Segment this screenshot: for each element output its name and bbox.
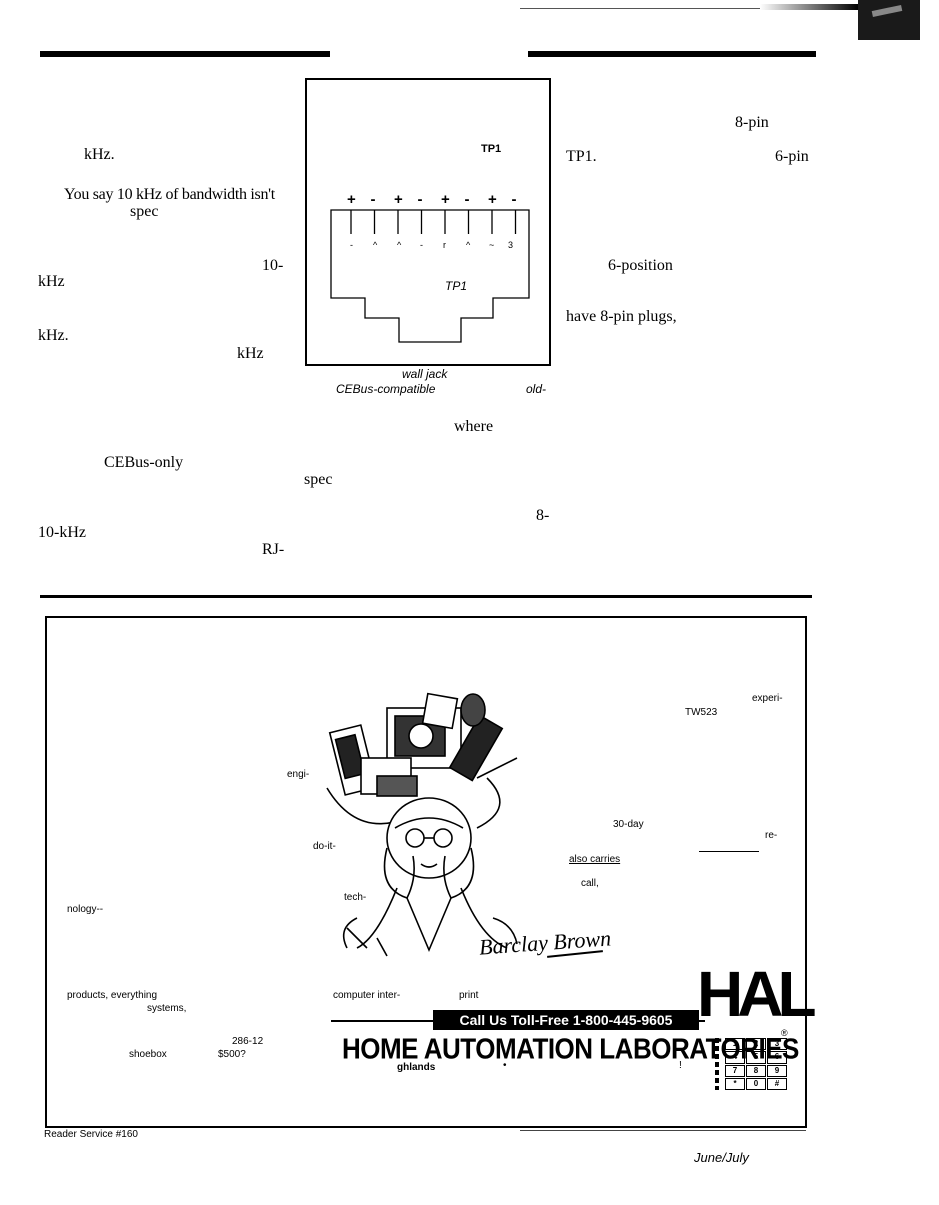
text-fragment: 10- bbox=[262, 257, 284, 274]
text-fragment: RJ- bbox=[262, 541, 285, 558]
header-rule-thick bbox=[760, 4, 858, 10]
address-fragment-end: ! bbox=[679, 1060, 682, 1071]
keypad-key: 7 bbox=[725, 1064, 745, 1077]
svg-text:^: ^ bbox=[373, 240, 378, 250]
svg-text:^: ^ bbox=[466, 240, 471, 250]
company-name: HOME AUTOMATION LABORATORIES bbox=[342, 1032, 799, 1065]
advertisement: engi- do-it- tech- nology-- products, ev… bbox=[45, 616, 817, 1128]
ad-text-fragment: $500? bbox=[218, 1049, 246, 1060]
keypad-key: # bbox=[767, 1077, 787, 1090]
text-fragment: 8-pin bbox=[735, 114, 769, 131]
issue-date: June/July bbox=[694, 1150, 749, 1165]
ad-text-fragment: shoebox bbox=[129, 1049, 167, 1060]
keypad-key: 4 bbox=[725, 1051, 745, 1064]
text-fragment: 10-kHz bbox=[38, 524, 86, 541]
keypad-key: 8 bbox=[746, 1064, 766, 1077]
figure-caption-1: wall jack bbox=[402, 367, 448, 381]
keypad-key: 3 bbox=[767, 1038, 787, 1051]
keypad-key: 9 bbox=[767, 1064, 787, 1077]
text-fragment: kHz. bbox=[38, 327, 69, 344]
right-section-rule bbox=[528, 51, 816, 57]
ad-text-fragment: systems, bbox=[147, 1003, 187, 1014]
figure-caption-2a: CEBus-compatible bbox=[336, 382, 436, 396]
polarity-sign: + bbox=[394, 191, 403, 208]
logo-stripe bbox=[715, 1038, 719, 1090]
banner-rule bbox=[331, 1020, 433, 1022]
svg-text:r: r bbox=[443, 240, 446, 250]
phone-banner[interactable]: Call Us Toll-Free 1-800-445-9605 bbox=[433, 1010, 699, 1030]
ad-text-fragment: engi- bbox=[287, 769, 310, 780]
svg-text:-: - bbox=[350, 240, 353, 250]
svg-text:^: ^ bbox=[397, 240, 402, 250]
banner-rule bbox=[699, 1020, 705, 1022]
corner-tab-image bbox=[858, 0, 920, 40]
text-fragment: have 8-pin plugs, bbox=[566, 308, 677, 325]
text-fragment: TP1. bbox=[566, 148, 597, 165]
hal-logo: HAL bbox=[697, 958, 817, 1030]
svg-text:3: 3 bbox=[508, 240, 513, 250]
keypad-key: * bbox=[725, 1077, 745, 1090]
text-fragment: where bbox=[454, 418, 494, 435]
text-fragment: 8- bbox=[536, 507, 550, 524]
polarity-sign: - bbox=[418, 191, 423, 208]
svg-text:-: - bbox=[420, 240, 423, 250]
polarity-sign: - bbox=[371, 191, 376, 208]
polarity-sign: - bbox=[465, 191, 470, 208]
keypad-key: 0 bbox=[746, 1077, 766, 1090]
ad-text-fragment: print bbox=[459, 990, 479, 1001]
polarity-sign: + bbox=[488, 191, 497, 208]
figure-label-tp1-inner: TP1 bbox=[445, 279, 467, 293]
svg-text:~: ~ bbox=[489, 240, 494, 250]
keypad-key: 5 bbox=[746, 1051, 766, 1064]
jack-pins bbox=[350, 210, 517, 234]
keypad-key: 2 bbox=[746, 1038, 766, 1051]
ad-illustration bbox=[326, 692, 518, 957]
figure-caption-2b: old- bbox=[526, 382, 547, 396]
pin-number-row: - ^ ^ - r ^ ~3 bbox=[350, 240, 513, 250]
ad-text-fragment: products, everything bbox=[67, 990, 158, 1001]
ad-text-fragment: TW523 bbox=[685, 707, 718, 718]
polarity-row: +-+-+-+- bbox=[347, 191, 517, 208]
polarity-sign: - bbox=[512, 191, 517, 208]
text-fragment: CEBus-only bbox=[104, 454, 184, 471]
address-fragment: ghlands bbox=[397, 1062, 436, 1073]
keypad-key: 6 bbox=[767, 1051, 787, 1064]
wall-jack-diagram: TP1 +-+-+-+- -^^- r^~3 TP1 bbox=[330, 143, 530, 343]
ad-text-fragment: 286-12 bbox=[232, 1036, 264, 1047]
text-fragment: 6-pin bbox=[775, 148, 809, 165]
ad-text-fragment: 30-day bbox=[613, 819, 644, 830]
text-fragment: kHz bbox=[38, 273, 65, 290]
registered-mark: ® bbox=[781, 1028, 788, 1038]
ad-text-fragment: re- bbox=[765, 830, 778, 841]
ad-top-rule bbox=[40, 595, 812, 598]
header-rule-thin bbox=[520, 8, 860, 9]
ad-text-fragment: tech- bbox=[344, 892, 367, 903]
address-bullet: • bbox=[503, 1060, 507, 1071]
ad-underline bbox=[699, 851, 759, 852]
keypad-key: 1 bbox=[725, 1038, 745, 1051]
left-section-rule bbox=[40, 51, 330, 57]
ad-text-fragment: do-it- bbox=[313, 841, 336, 852]
text-fragment: 6-position bbox=[608, 257, 673, 274]
ad-text-fragment: call, bbox=[581, 878, 599, 889]
figure-label-tp1: TP1 bbox=[481, 143, 501, 155]
text-fragment: You say 10 kHz of bandwidth isn't bbox=[64, 186, 275, 203]
text-fragment: spec bbox=[130, 203, 159, 220]
polarity-sign: + bbox=[347, 191, 356, 208]
footer-rule bbox=[520, 1130, 806, 1131]
reader-service: Reader Service #160 bbox=[44, 1129, 138, 1140]
text-fragment: kHz bbox=[237, 345, 264, 362]
figure-frame: TP1 +-+-+-+- -^^- r^~3 TP1 bbox=[305, 78, 551, 366]
text-fragment: kHz. bbox=[84, 146, 115, 163]
ad-text-fragment: nology-- bbox=[67, 904, 104, 915]
ad-text-fragment: experi- bbox=[752, 693, 783, 704]
ad-text-fragment: computer inter- bbox=[333, 990, 401, 1001]
ad-text-fragment: also carries bbox=[569, 854, 621, 865]
jack-outline bbox=[330, 209, 530, 343]
text-fragment: spec bbox=[304, 471, 333, 488]
polarity-sign: + bbox=[441, 191, 450, 208]
